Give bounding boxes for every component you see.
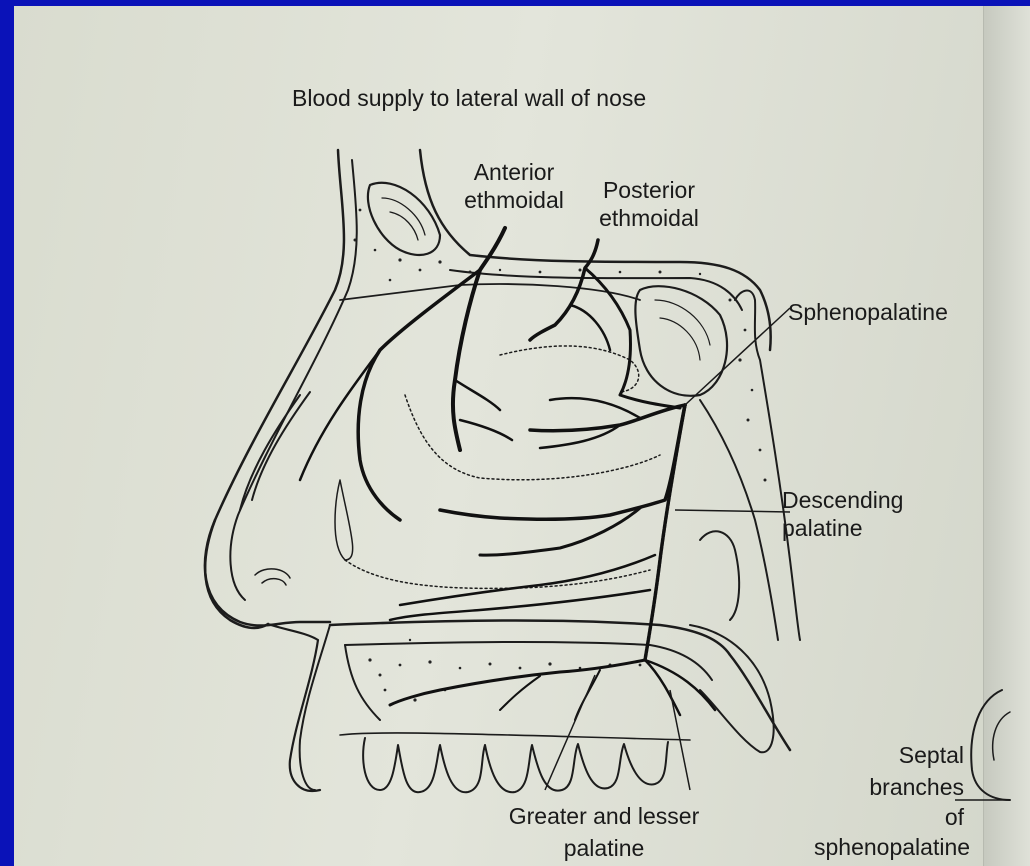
label-septal-branches: Septal branches of sphenopalatine	[814, 741, 964, 861]
superior-turbinate	[500, 346, 639, 392]
descending-palatine-artery	[645, 405, 685, 660]
upper-lip	[268, 624, 320, 791]
label-anterior-ethmoidal: Anterior ethmoidal	[444, 158, 584, 214]
soft-palate	[690, 625, 774, 752]
leader-sphenopalatine	[685, 308, 790, 405]
leader-descending-palatine	[675, 510, 790, 512]
septal-inset	[971, 690, 1010, 800]
hard-palate	[330, 620, 790, 750]
nasal-wall-diagram	[14, 6, 1030, 866]
teeth	[363, 738, 668, 792]
scanned-page: Blood supply to lateral wall of nose Ant…	[14, 6, 1030, 866]
label-sphenopalatine: Sphenopalatine	[788, 298, 948, 326]
label-greater-lesser-palatine: Greater and lesser palatine	[484, 802, 724, 862]
posterior-ethmoidal-artery	[530, 240, 598, 340]
label-descending-palatine: Descending palatine	[782, 486, 903, 542]
nasal-bone-outline	[205, 150, 344, 628]
nose-tip	[205, 520, 330, 626]
nasal-cartilage	[240, 392, 310, 510]
sphenopalatine-artery	[530, 405, 685, 431]
label-posterior-ethmoidal: Posterior ethmoidal	[574, 176, 724, 232]
inferior-turbinate	[345, 560, 650, 588]
greater-lesser-palatine-artery	[390, 660, 645, 705]
anterior-ethmoidal-artery	[453, 228, 505, 450]
nasal-bone-inner	[230, 160, 356, 600]
nostril	[255, 569, 290, 585]
eustachian-tube	[700, 531, 739, 620]
diagram-title: Blood supply to lateral wall of nose	[292, 84, 646, 112]
